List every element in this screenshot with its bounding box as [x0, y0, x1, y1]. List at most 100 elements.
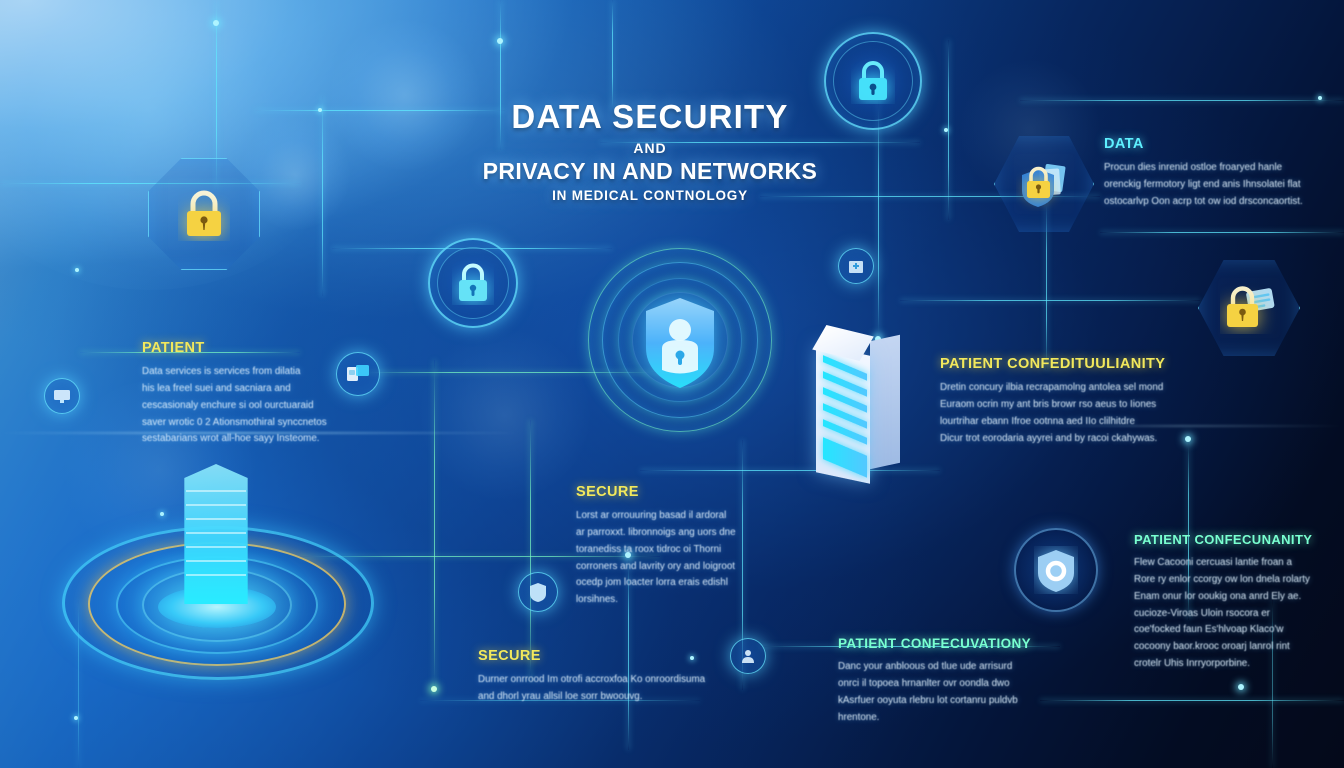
- info-line: Dicur trot eorodaria ayyrei and by racoi…: [940, 432, 1158, 444]
- info-body: Flew Cacooni cercuasi lantie froan a Ror…: [1134, 555, 1344, 673]
- circuit-line: [612, 0, 613, 110]
- shield-document-hex-badge[interactable]: [994, 134, 1094, 234]
- info-line: kAsrfuer ooyuta rlebru lot cortanru puld…: [838, 694, 1018, 706]
- circuit-line: [0, 183, 300, 184]
- holographic-data-tower-icon: [62, 448, 374, 698]
- circuit-line: [1040, 700, 1344, 701]
- info-line: cocoony baor.krooc oroarj lanrol rint: [1134, 641, 1290, 653]
- shield-lock-document-icon: [1022, 163, 1066, 207]
- circuit-line: [760, 196, 1100, 197]
- circuit-line: [900, 300, 1200, 301]
- info-line: his lea freel suei and sacniara and: [142, 382, 291, 394]
- info-line: Data services is services from dilatia: [142, 366, 301, 377]
- circuit-line: [628, 560, 629, 750]
- shield-ring-badge[interactable]: [1014, 528, 1098, 612]
- info-block-patient-confidentiality: PATIENT CONFEDITUULIANITY Dretin concury…: [940, 356, 1210, 447]
- info-line: corroners and lavrity ory and loigroot: [576, 560, 736, 572]
- info-line: Enam onur lor ooukig ona anrd Ely ae.: [1134, 590, 1302, 602]
- info-body: Data services is services from dilatia h…: [142, 364, 372, 448]
- circuit-line: [600, 142, 920, 143]
- info-line: Lorst ar orrouuring basad il ardoral: [576, 510, 727, 521]
- info-body: Procun dies inrenid ostloe froaryed hanl…: [1104, 160, 1344, 211]
- page-title: DATA SECURITY AND PRIVACY IN AND NETWORK…: [448, 100, 852, 203]
- circuit-node: [74, 716, 78, 720]
- emblem-ring-outer: [588, 248, 772, 432]
- circuit-node: [625, 552, 631, 558]
- info-block-data: DATA Procun dies inrenid ostloe froaryed…: [1104, 136, 1344, 211]
- circuit-line: [1020, 100, 1344, 101]
- info-heading: DATA: [1104, 136, 1144, 152]
- title-tagline: IN MEDICAL CONTNOLOGY: [552, 188, 748, 204]
- monitor-badge[interactable]: [44, 378, 80, 414]
- padlock-octagon-badge-left[interactable]: [148, 158, 260, 270]
- padlock-octagon-icon: [187, 190, 221, 236]
- circuit-line: [500, 0, 501, 150]
- rack-front-panel: [816, 344, 870, 484]
- info-line: cucioze-Viroas Uloin rsocora er: [1134, 607, 1270, 619]
- info-heading: PATIENT CONFECUVATIONY: [838, 636, 1032, 651]
- info-line: Procun dies inrenid ostloe froaryed hanl…: [1104, 162, 1283, 173]
- dais-tower: [184, 464, 248, 604]
- circuit-node: [690, 656, 694, 660]
- shield-check-icon: [530, 583, 546, 602]
- info-line: ar parroxxt. libronnoigs ang uors dne: [576, 526, 736, 538]
- circuit-node: [1318, 96, 1322, 100]
- info-line: ostocarlvp Oon acrp tot ow iod drsconcao…: [1104, 195, 1303, 207]
- info-line: lorsihnes.: [576, 594, 618, 606]
- info-line: Durner onrrood Im otrofi accroxfoa Ko on…: [478, 674, 706, 685]
- info-heading: PATIENT CONFEDITUULIANITY: [940, 356, 1166, 372]
- circuit-line: [760, 646, 1060, 647]
- circuit-line: [322, 96, 323, 296]
- padlock-circle-badge-mid[interactable]: [428, 238, 518, 328]
- shield-check-badge[interactable]: [518, 572, 558, 612]
- light-sweep: [1050, 425, 1344, 427]
- info-body: Durner onrrood Im otrofi accroxfoa Ko on…: [478, 672, 758, 706]
- info-line: onrci il topoea hrnanlter ovr oondla dwo: [838, 677, 1010, 689]
- title-sub-line: PRIVACY IN AND NETWORKS: [482, 158, 818, 184]
- circuit-line: [1272, 600, 1273, 768]
- circuit-line: [948, 40, 949, 220]
- circuit-node: [1185, 436, 1191, 442]
- info-block-patient-confecunanity: PATIENT CONFECUNANITY Flew Cacooni cercu…: [1134, 532, 1344, 673]
- info-line: coe'focked faun Es'hlvoap Klaco'w: [1134, 624, 1284, 636]
- hospital-building-icon: [849, 261, 863, 273]
- title-connector: AND: [633, 140, 667, 156]
- info-line: lourtrihar ebann Ifroe ootnna aed IIo cl…: [940, 415, 1135, 427]
- padlock-circle-badge-top[interactable]: [824, 32, 922, 130]
- info-block-patient: PATIENT Data services is services from d…: [142, 340, 372, 448]
- server-rack-icon: [812, 324, 904, 490]
- info-line: cescasionaly enchure si ool ourctuaraid: [142, 399, 314, 411]
- circuit-line: [1046, 200, 1047, 370]
- info-heading: PATIENT CONFECUNANITY: [1134, 532, 1313, 547]
- info-line: crotelr Uhis Inrryorporbine.: [1134, 658, 1250, 670]
- emblem-ring-mid: [602, 262, 758, 418]
- info-line: ocedp jom loacter lorra erais edishl: [576, 577, 728, 589]
- circuit-node: [944, 128, 948, 132]
- circuit-node: [1238, 684, 1244, 690]
- emblem-ring-inner: [618, 278, 742, 402]
- info-body: Dretin concury ilbia recrapamolng antole…: [940, 380, 1210, 447]
- info-line: sestabarians wrot all-hoe sayy Insteome.: [142, 433, 320, 445]
- info-line: Dretin concury ilbia recrapamolng antole…: [940, 382, 1164, 393]
- info-line: Danc your anbloous od tlue ude arrisurd: [838, 661, 1013, 672]
- circuit-line: [216, 0, 217, 190]
- info-line: toranediss ta roox tidroc oi Thorni: [576, 543, 722, 555]
- circuit-node: [75, 268, 79, 272]
- padlock-data-hex-badge[interactable]: [1198, 258, 1300, 358]
- id-card-badge[interactable]: [336, 352, 380, 396]
- shield-ring-icon: [1038, 550, 1074, 592]
- padlock-circle-icon: [859, 61, 887, 100]
- padlock-data-card-icon: [1227, 286, 1275, 327]
- circuit-line: [878, 100, 879, 340]
- shield-person-lock-icon: [646, 298, 714, 388]
- circuit-line: [420, 700, 700, 701]
- rack-side-panel: [870, 334, 900, 470]
- circuit-line: [742, 440, 743, 690]
- id-card-icon: [347, 365, 369, 381]
- hospital-badge[interactable]: [838, 248, 874, 284]
- user-badge[interactable]: [730, 638, 766, 674]
- info-line: and dhorl yrau allsil loe sorr bwoouvg.: [478, 690, 643, 702]
- info-block-secure-bottom: SECURE Durner onrrood Im otrofi accroxfo…: [478, 648, 758, 706]
- user-badge-icon: [742, 650, 754, 663]
